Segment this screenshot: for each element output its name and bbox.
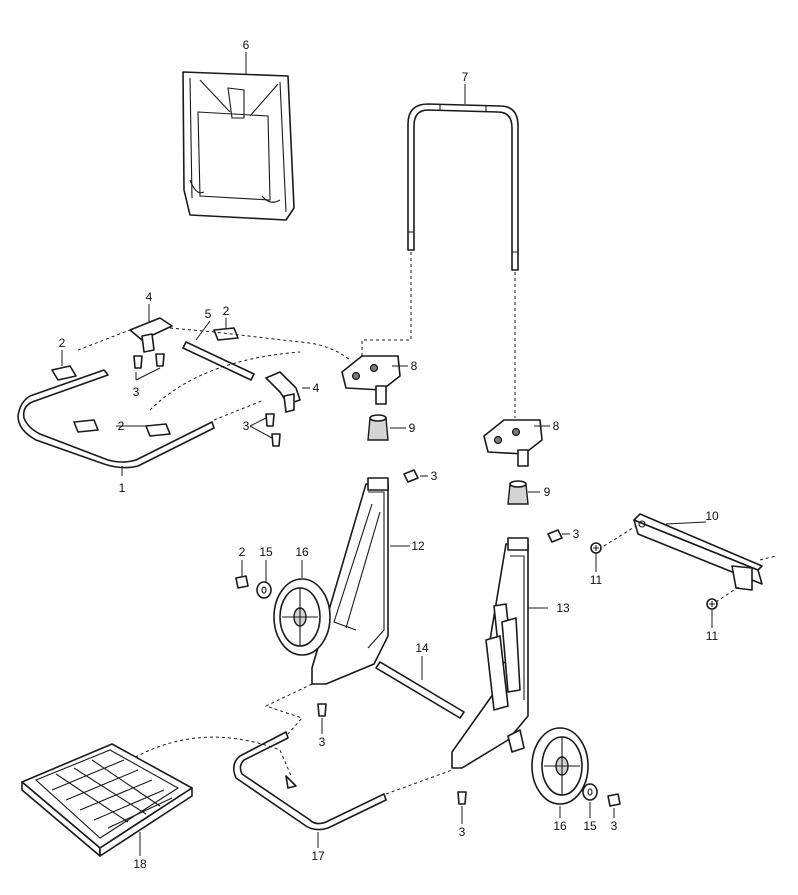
guide-connector [169,327,351,361]
label-part-14: 14 [415,641,429,655]
part-14-axle [375,661,465,719]
label-part-3-under-left: 3 [319,735,326,749]
label-part-11-lower: 11 [706,629,719,643]
label-part-3-frame-left: 3 [431,469,438,483]
part-2-clip-c [73,419,99,433]
label-part-6: 6 [243,38,250,52]
part-4-connector-lower [265,371,301,413]
part-2-clip-d [145,423,171,437]
part-16-wheel-left [273,578,331,656]
part-2-screw-wheel-left [235,575,249,589]
label-part-15-left: 15 [259,545,273,559]
label-part-8-upper: 8 [411,359,418,373]
label-part-3-lower-left: 3 [243,419,250,433]
part-16-wheel-right [531,727,589,805]
part-4-connector-upper [129,317,173,353]
part-8-socket-upper [341,355,401,405]
part-3-screw-under-left [317,703,327,717]
label-part-16-right: 16 [553,819,567,833]
label-part-7: 7 [462,70,469,84]
label-part-16-left: 16 [295,545,309,559]
part-5-rod [182,341,255,381]
label-part-3-upper-left: 3 [133,385,140,399]
label-part-3-under-right: 3 [459,825,466,839]
part-7-handle [407,103,519,271]
label-part-2-middle: 2 [118,419,125,433]
part-17-lower-frame [232,731,387,831]
label-part-1: 1 [119,481,126,495]
part-18-tray [21,743,193,857]
label-part-9-lower: 9 [544,485,551,499]
label-part-3-wheel-right: 3 [611,819,618,833]
leader-lines [61,52,713,856]
label-part-2-wheel: 2 [239,545,246,559]
guide-bracket-lower [715,585,741,603]
label-part-17: 17 [311,849,325,863]
part-15-washer-left [256,581,272,599]
label-part-2-left: 2 [59,336,66,350]
guide-lower-right [385,769,453,795]
arrow-tray [285,775,297,789]
label-part-15-right: 15 [583,819,597,833]
part-3-screw-frame-top-left [403,469,419,483]
label-part-4-upper: 4 [146,290,153,304]
guide-lower-left [264,683,313,735]
part-3-screws-upper-left [133,353,165,369]
part-3-screw-wheel-right [607,793,621,807]
label-part-9-upper: 9 [409,421,416,435]
guide-base-right [149,351,301,411]
part-9-cap-lower [507,480,529,505]
part-15-washer-right [582,783,598,801]
guide-tray [129,736,293,779]
guide-bracket-right [759,555,777,561]
label-part-8-lower: 8 [553,419,560,433]
part-13-right-side-frame [451,537,529,769]
guide-bracket-upper [603,525,637,547]
guide-lower-connector [213,399,265,421]
part-8-socket-lower [483,419,543,467]
part-10-bracket [633,513,763,591]
label-part-3-frame-right: 3 [573,527,580,541]
part-12-left-side-frame [311,477,389,685]
part-6-frame-panel [182,71,295,221]
part-1-base-frame [17,369,215,469]
guide-handle-left [361,252,412,356]
label-part-18: 18 [133,857,147,871]
part-11-screw-upper [590,542,602,554]
part-3-screws-lower-left [265,413,281,447]
part-number-labels: 6 7 4 2 2 5 2 3 4 3 1 8 9 8 9 3 3 12 13 … [59,38,719,871]
part-2-clip-b [213,327,239,341]
label-part-11-upper: 11 [590,573,603,587]
label-part-5: 5 [205,307,212,321]
label-part-13: 13 [556,601,570,615]
label-part-10: 10 [705,509,719,523]
part-11-screw-lower [706,598,718,610]
part-3-screw-under-right [457,791,467,805]
part-9-cap-upper [367,414,389,441]
part-2-clip-a [51,365,77,381]
guide-base-left [77,329,131,351]
part-3-screw-frame-top-right [547,529,563,543]
label-part-12: 12 [411,539,425,553]
label-part-2-upper: 2 [223,304,230,318]
label-part-4-lower: 4 [313,381,320,395]
